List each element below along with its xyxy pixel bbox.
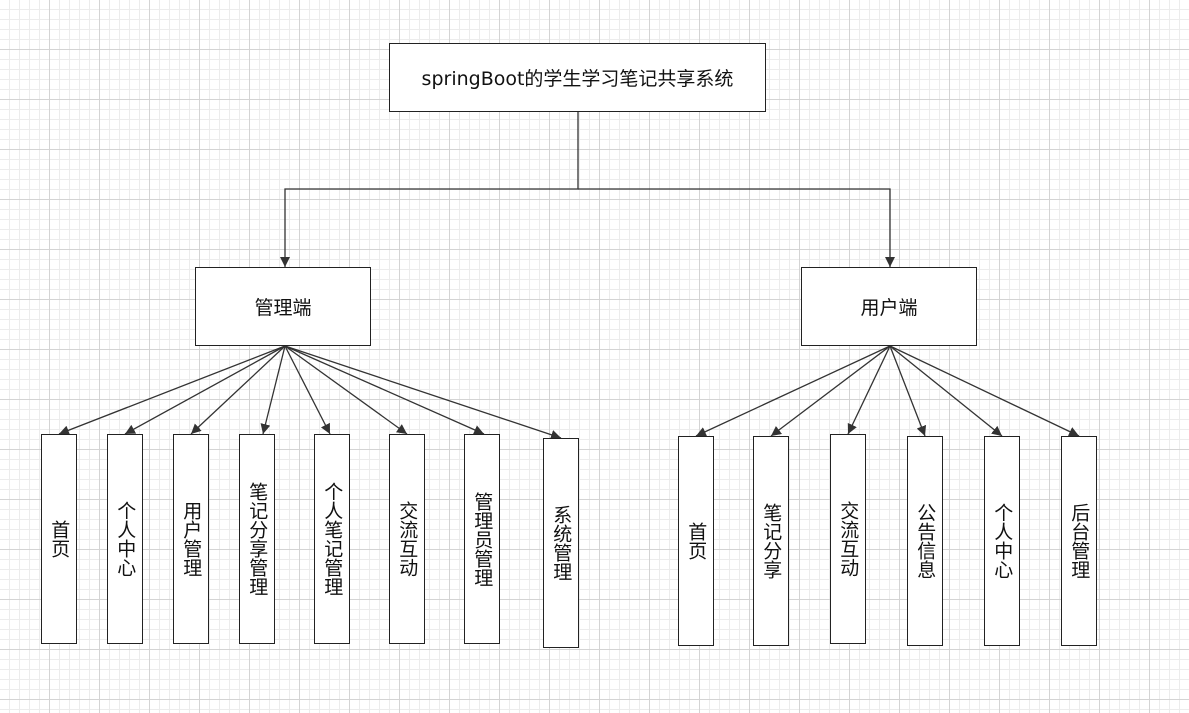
leaf-connector-arrow (284, 345, 485, 435)
leaf-node: 首页 (678, 436, 714, 646)
root-node: springBoot的学生学习笔记共享系统 (389, 43, 766, 112)
leaf-connector-arrow (284, 345, 562, 440)
leaf-node: 个人中心 (984, 436, 1020, 646)
leaf-connector-arrow (190, 345, 286, 435)
leaf-connector-arrow (770, 345, 891, 437)
leaf-node-label: 用户管理 (180, 501, 203, 577)
leaf-connector-arrow (284, 345, 408, 435)
leaf-node-label: 交流互动 (396, 501, 419, 577)
leaf-connector-arrow (58, 345, 286, 436)
leaf-node-label: 后台管理 (1068, 503, 1091, 579)
leaf-node-label: 笔记分享 (760, 503, 783, 579)
root-to-branch-connector (280, 112, 895, 267)
leaf-node: 首页 (41, 434, 77, 644)
leaf-node: 后台管理 (1061, 436, 1097, 646)
leaf-node: 管理员管理 (464, 434, 500, 644)
leaf-node: 公告信息 (907, 436, 943, 646)
leaf-connector-arrow (284, 345, 331, 435)
leaf-connector-arrow (889, 345, 1080, 437)
leaf-node-label: 个人笔记管理 (321, 482, 344, 596)
branch-to-leaf-connectors (58, 345, 1080, 440)
leaf-node: 用户管理 (173, 434, 209, 644)
leaf-node: 系统管理 (543, 438, 579, 648)
root-node-label: springBoot的学生学习笔记共享系统 (421, 68, 734, 90)
leaf-connector-arrow (889, 345, 927, 437)
leaf-node: 个人笔记管理 (314, 434, 350, 644)
leaf-node: 个人中心 (107, 434, 143, 644)
leaf-connector-arrow (124, 345, 286, 435)
leaf-node: 交流互动 (389, 434, 425, 644)
branch-node-label: 用户端 (860, 297, 918, 319)
leaf-connector-arrow (889, 345, 1003, 437)
leaf-node-label: 个人中心 (991, 503, 1014, 579)
branch-node-user: 用户端 (801, 267, 977, 346)
leaf-node: 交流互动 (830, 434, 866, 644)
leaf-node: 笔记分享 (753, 436, 789, 646)
leaf-node: 笔记分享管理 (239, 434, 275, 644)
leaf-node-label: 管理员管理 (471, 491, 494, 587)
leaf-connector-arrow (260, 345, 286, 435)
leaf-node-label: 系统管理 (550, 505, 573, 581)
branch-node-admin: 管理端 (195, 267, 371, 346)
leaf-node-label: 首页 (48, 520, 71, 558)
leaf-connector-arrow (847, 345, 891, 435)
leaf-node-label: 个人中心 (114, 501, 137, 577)
branch-node-label: 管理端 (254, 297, 312, 319)
leaf-node-label: 交流互动 (837, 501, 860, 577)
leaf-connector-arrow (695, 345, 891, 437)
leaf-node-label: 首页 (685, 522, 708, 560)
leaf-node-label: 笔记分享管理 (246, 482, 269, 596)
leaf-node-label: 公告信息 (914, 503, 937, 579)
